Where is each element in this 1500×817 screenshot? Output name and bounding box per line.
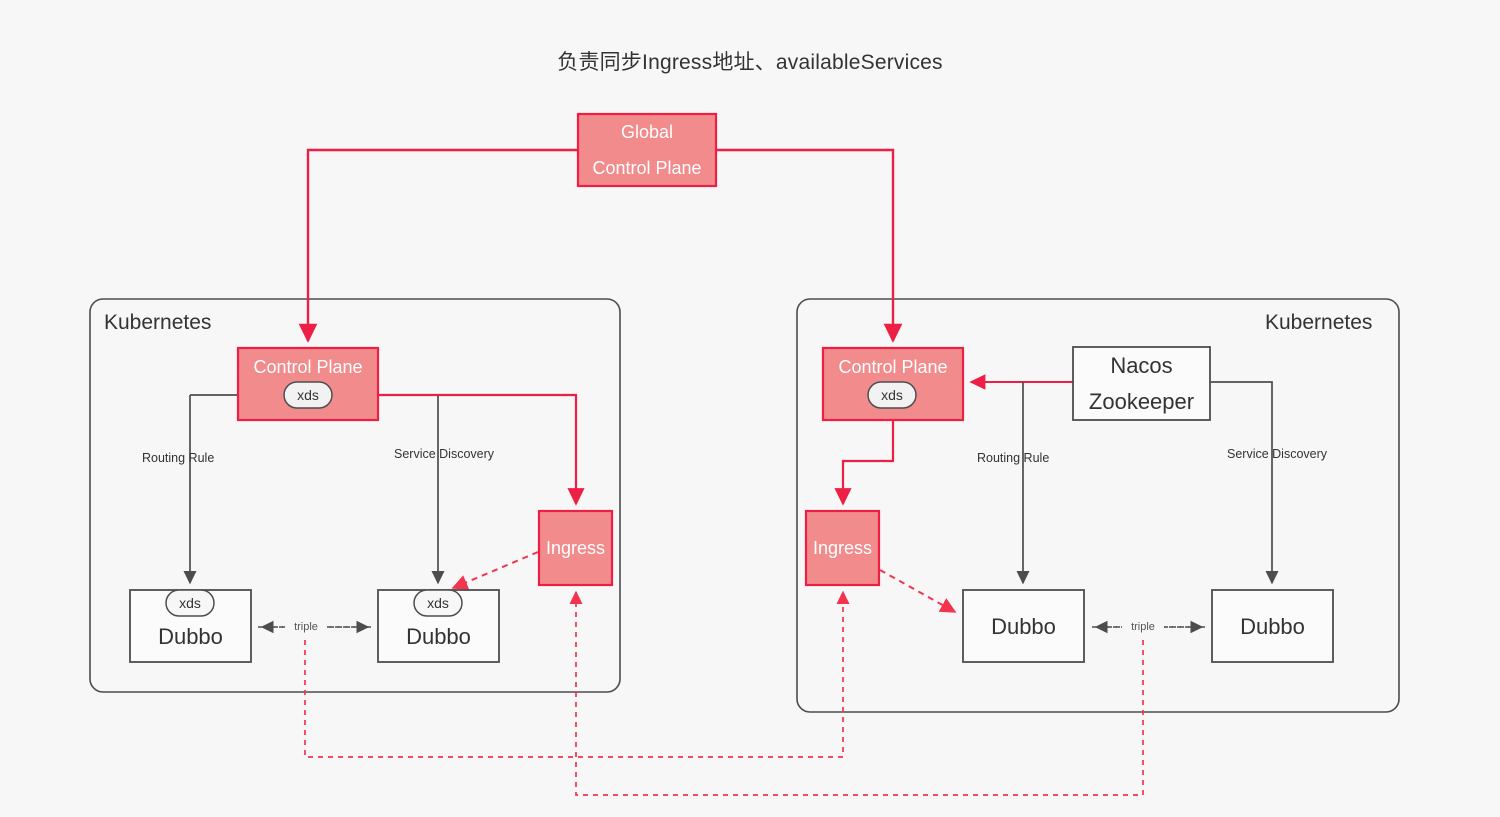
xds-badge-service-left-1 — [165, 589, 215, 617]
edge-right-cp-to-ingress — [834, 420, 895, 506]
edge-right-dubbo-to-left-ingress — [569, 590, 1144, 796]
edge-right-service-discovery — [1210, 381, 1279, 585]
edge-right-ingress-to-dubbo — [879, 569, 957, 613]
xds-badge-control-plane-right — [867, 381, 917, 409]
edge-left-cp-to-ingress — [330, 393, 585, 506]
registry-box-right[interactable] — [1072, 346, 1211, 421]
ingress-box-right[interactable] — [804, 509, 881, 587]
edge-global-to-right-cp — [716, 148, 903, 343]
global-control-plane-box[interactable] — [576, 112, 718, 188]
xds-badge-service-left-2 — [413, 589, 463, 617]
cluster-box-left — [89, 298, 621, 693]
service-box-right-1[interactable] — [962, 589, 1085, 663]
ingress-box-left[interactable] — [537, 509, 614, 587]
service-box-right-2[interactable] — [1211, 589, 1334, 663]
cluster-box-right — [796, 298, 1400, 713]
edge-left-ingress-to-dubbo — [451, 551, 539, 590]
xds-badge-control-plane-left — [283, 381, 333, 409]
edge-global-to-left-cp — [298, 148, 578, 343]
